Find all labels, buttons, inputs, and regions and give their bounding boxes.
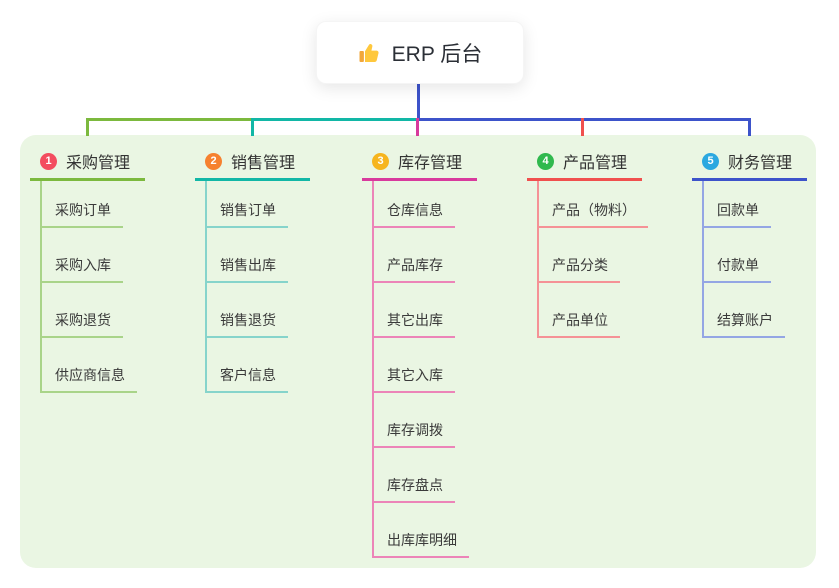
panel-background	[20, 135, 816, 568]
badge-5: 5	[702, 152, 719, 170]
child-node[interactable]: 供应商信息	[42, 338, 145, 393]
badge-1: 1	[40, 152, 57, 170]
badge-2: 2	[205, 152, 222, 170]
child-node[interactable]: 库存盘点	[374, 448, 477, 503]
child-node[interactable]: 客户信息	[207, 338, 310, 393]
child-node[interactable]: 结算账户	[704, 283, 807, 338]
child-label: 库存调拨	[374, 420, 455, 448]
connector-drop-finance	[748, 118, 751, 136]
child-label: 采购退货	[42, 310, 123, 338]
branch-children: 销售订单 销售出库 销售退货 客户信息	[205, 181, 310, 393]
child-label: 结算账户	[704, 310, 785, 338]
child-label: 出库库明细	[374, 530, 469, 558]
child-node[interactable]: 产品（物料）	[539, 181, 648, 228]
connector-drop-inventory	[416, 118, 419, 136]
child-label: 产品单位	[539, 310, 620, 338]
branch-header-purchase[interactable]: 1 采购管理	[30, 148, 145, 181]
branch-purchase: 1 采购管理 采购订单 采购入库 采购退货 供应商信息	[30, 148, 145, 393]
child-node[interactable]: 回款单	[704, 181, 807, 228]
child-label: 采购订单	[42, 200, 123, 228]
branch-label: 财务管理	[728, 155, 793, 172]
branch-children: 仓库信息 产品库存 其它出库 其它入库 库存调拨 库存盘点 出库库明细	[372, 181, 477, 558]
branch-label: 产品管理	[563, 155, 628, 172]
connector-drop-sales	[251, 118, 254, 136]
child-label: 仓库信息	[374, 200, 455, 228]
child-label: 采购入库	[42, 255, 123, 283]
child-label: 客户信息	[207, 365, 288, 393]
child-node[interactable]: 销售订单	[207, 181, 310, 228]
branch-finance: 5 财务管理 回款单 付款单 结算账户	[692, 148, 807, 338]
branch-header-inventory[interactable]: 3 库存管理	[362, 148, 477, 181]
child-node[interactable]: 出库库明细	[374, 503, 477, 558]
branch-label: 销售管理	[231, 155, 296, 172]
child-label: 产品库存	[374, 255, 455, 283]
child-node[interactable]: 其它出库	[374, 283, 477, 338]
child-node[interactable]: 采购退货	[42, 283, 145, 338]
child-node[interactable]: 采购入库	[42, 228, 145, 283]
child-node[interactable]: 销售退货	[207, 283, 310, 338]
branch-sales: 2 销售管理 销售订单 销售出库 销售退货 客户信息	[195, 148, 310, 393]
child-label: 回款单	[704, 200, 771, 228]
connector-bus-center	[253, 118, 419, 121]
branch-label: 库存管理	[398, 155, 463, 172]
child-label: 销售退货	[207, 310, 288, 338]
child-label: 销售出库	[207, 255, 288, 283]
connector-drop-product	[581, 118, 584, 136]
child-node[interactable]: 产品分类	[539, 228, 648, 283]
branch-children: 回款单 付款单 结算账户	[702, 181, 807, 338]
branch-header-product[interactable]: 4 产品管理	[527, 148, 642, 181]
child-node[interactable]: 仓库信息	[374, 181, 477, 228]
badge-3: 3	[372, 152, 389, 170]
child-label: 库存盘点	[374, 475, 455, 503]
child-node[interactable]: 其它入库	[374, 338, 477, 393]
connector-bus-right	[419, 118, 751, 121]
child-label: 其它入库	[374, 365, 455, 393]
connector-root-drop	[417, 84, 420, 121]
child-node[interactable]: 库存调拨	[374, 393, 477, 448]
child-node[interactable]: 产品单位	[539, 283, 648, 338]
branch-header-finance[interactable]: 5 财务管理	[692, 148, 807, 181]
branch-inventory: 3 库存管理 仓库信息 产品库存 其它出库 其它入库 库存调拨 库存盘点 出库库…	[362, 148, 477, 558]
branch-children: 产品（物料） 产品分类 产品单位	[537, 181, 648, 338]
child-node[interactable]: 付款单	[704, 228, 807, 283]
child-node[interactable]: 销售出库	[207, 228, 310, 283]
child-label: 其它出库	[374, 310, 455, 338]
child-label: 产品分类	[539, 255, 620, 283]
child-label: 供应商信息	[42, 365, 137, 393]
child-label: 产品（物料）	[539, 200, 648, 228]
connector-bus-left	[86, 118, 253, 121]
child-node[interactable]: 采购订单	[42, 181, 145, 228]
branch-children: 采购订单 采购入库 采购退货 供应商信息	[40, 181, 145, 393]
root-label: ERP 后台	[391, 42, 483, 66]
child-label: 销售订单	[207, 200, 288, 228]
connector-drop-purchase	[86, 118, 89, 136]
branch-label: 采购管理	[66, 155, 131, 172]
child-label: 付款单	[704, 255, 771, 283]
badge-4: 4	[537, 152, 554, 170]
root-node[interactable]: ERP 后台	[316, 21, 524, 84]
branch-product: 4 产品管理 产品（物料） 产品分类 产品单位	[527, 148, 648, 338]
child-node[interactable]: 产品库存	[374, 228, 477, 283]
thumbs-up-icon	[358, 41, 382, 65]
branch-header-sales[interactable]: 2 销售管理	[195, 148, 310, 181]
